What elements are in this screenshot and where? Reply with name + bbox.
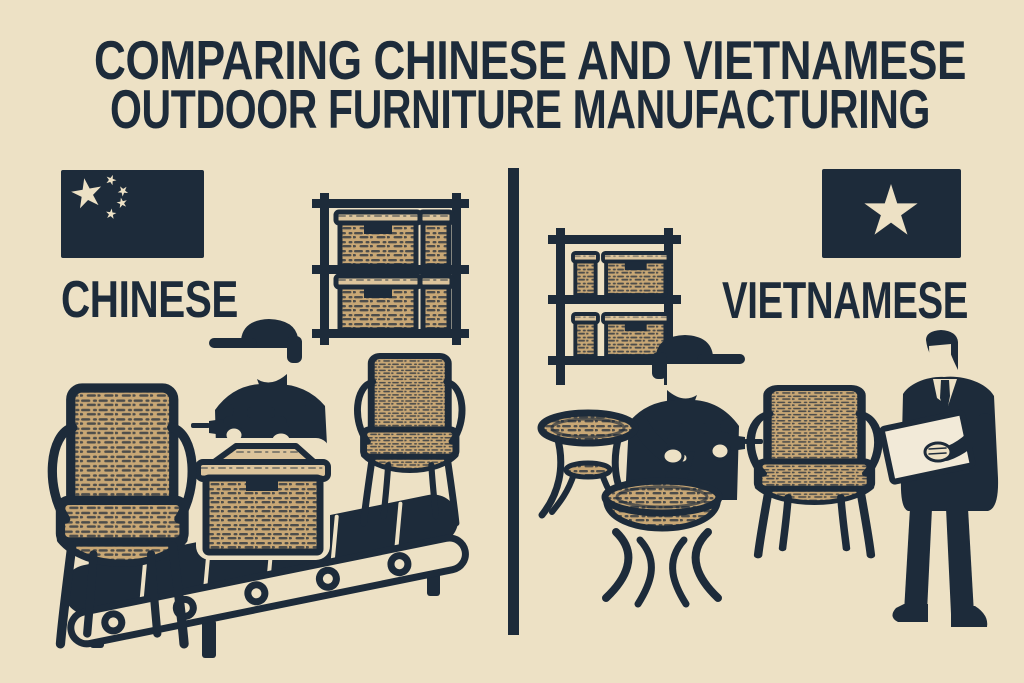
panel-vietnamese: VIETNAMESE xyxy=(537,169,999,627)
panel-chinese: CHINESE xyxy=(52,170,469,658)
vietnamese-label: VIETNAMESE xyxy=(722,272,968,330)
wicker-basket xyxy=(420,276,452,330)
vietnam-flag xyxy=(822,169,961,258)
title-line-2: OUTDOOR FURNITURE MANUFACTURING xyxy=(110,78,930,140)
wicker-basket xyxy=(336,276,420,330)
china-flag xyxy=(61,170,204,258)
wicker-basket xyxy=(601,251,671,298)
title: COMPARING CHINESE AND VIETNAMESE OUTDOOR… xyxy=(94,29,967,140)
wicker-basket xyxy=(571,312,600,359)
wicker-basket xyxy=(420,212,452,266)
chinese-label: CHINESE xyxy=(61,271,238,329)
storage-rack-with-baskets xyxy=(548,228,681,385)
inspector-with-clipboard xyxy=(879,330,999,627)
wicker-basket xyxy=(336,212,420,266)
inspector-face xyxy=(929,344,951,378)
storage-rack-with-baskets xyxy=(312,193,469,345)
necktie xyxy=(940,380,950,417)
divider-line xyxy=(508,168,519,635)
wicker-basket xyxy=(571,251,600,298)
wicker-storage-box xyxy=(195,438,331,560)
title-line-1: COMPARING CHINESE AND VIETNAMESE xyxy=(94,29,966,91)
round-wicker-table-small xyxy=(537,409,639,519)
round-wicker-table-large xyxy=(601,477,723,608)
